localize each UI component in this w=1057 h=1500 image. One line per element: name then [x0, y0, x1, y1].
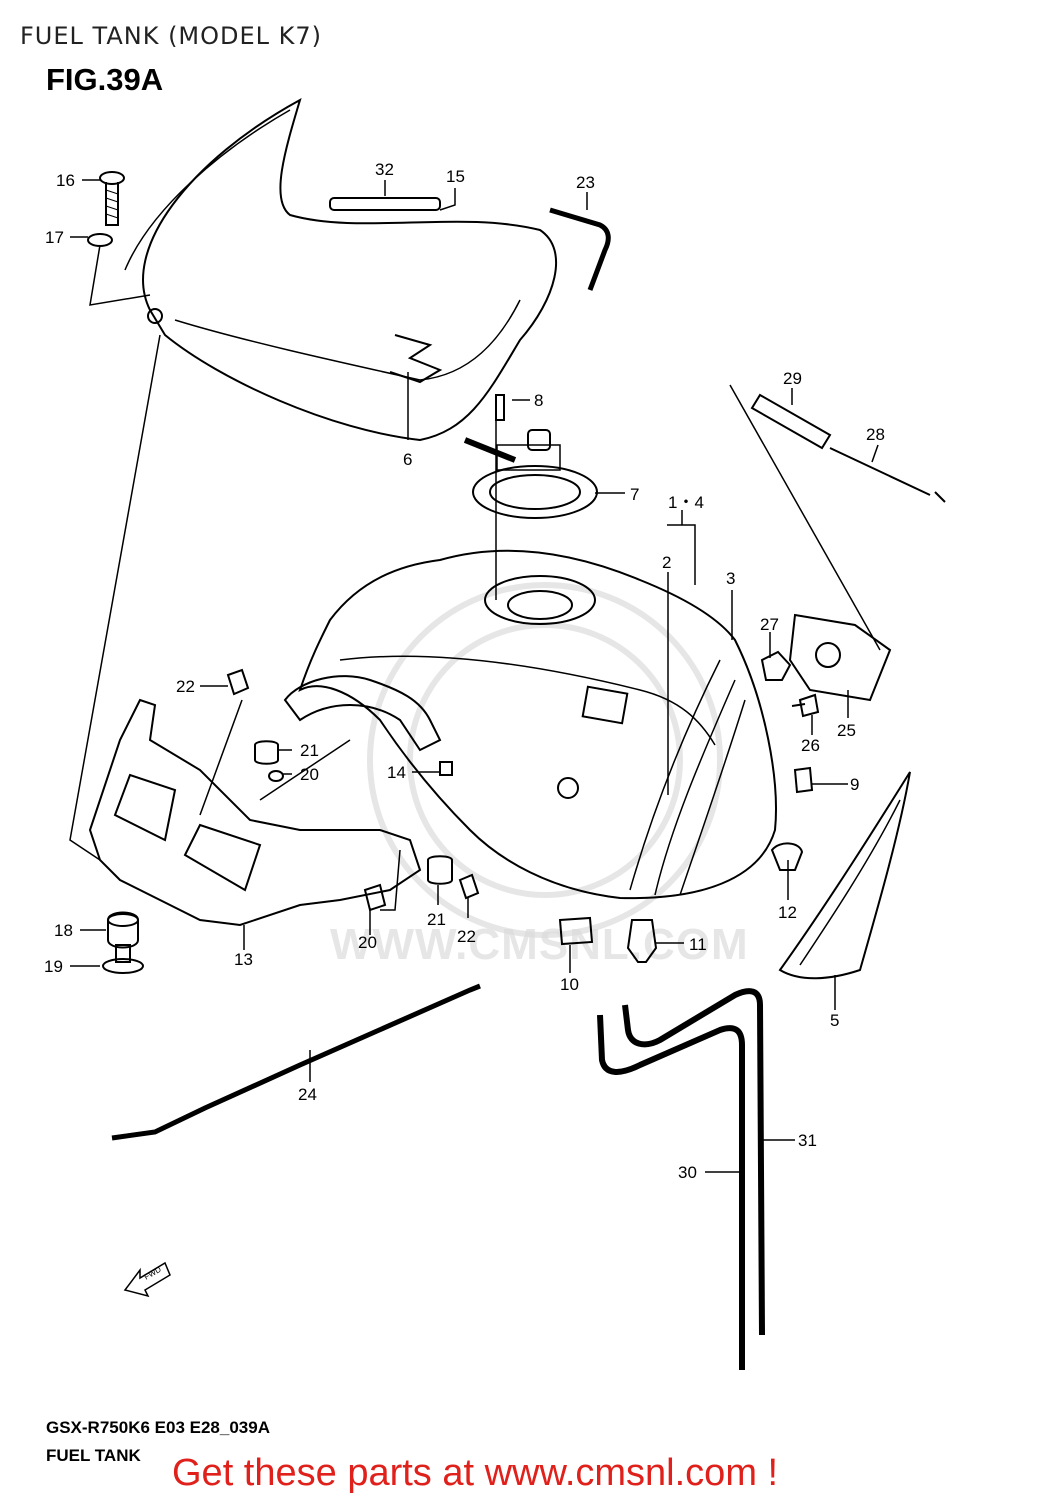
grommet-part-18: [107, 911, 139, 949]
callout-31: 31: [798, 1131, 817, 1150]
callout-2: 2: [662, 553, 671, 572]
watermark-logo: [367, 582, 723, 938]
front-cover-part: [142, 97, 557, 442]
bolt-part-20a: [268, 770, 284, 782]
callout-8: 8: [534, 391, 543, 410]
callout-14: 14: [387, 763, 406, 782]
cushion-part-21b: [427, 855, 453, 885]
front-cover-inner-line: [174, 299, 521, 381]
cushion-part-21a: [254, 740, 279, 765]
callout-17: 17: [45, 228, 64, 247]
side-panel-inner: [799, 799, 901, 966]
callout-18: 18: [54, 921, 73, 940]
nut-part-22a: [226, 668, 250, 696]
callout-16: 16: [56, 171, 75, 190]
frame-window-right: [183, 823, 262, 892]
hose-part-23: [549, 207, 611, 291]
bolt-part-20b: [363, 883, 387, 912]
callout-24: 24: [298, 1085, 317, 1104]
tank-filler-neck: [507, 590, 573, 620]
callout-22a: 22: [176, 677, 195, 696]
screw-part-8: [495, 394, 505, 421]
strip-part-32: [329, 197, 441, 211]
side-panel-part-5: [778, 771, 911, 980]
callout-25: 25: [837, 721, 856, 740]
bolt-part-16: [99, 171, 125, 226]
suzuki-emblem-part: [389, 334, 443, 384]
fuel-cap-part-7: [463, 429, 598, 519]
leader-lines: [69, 179, 881, 1173]
callout-28: 28: [866, 425, 885, 444]
callout-6: 6: [403, 450, 412, 469]
callout-15: 15: [446, 167, 465, 186]
model-code: GSX-R750K6 E03 E28_039A: [46, 1418, 270, 1437]
callout-3: 3: [726, 569, 735, 588]
callout-12: 12: [778, 903, 797, 922]
forward-arrow-icon: FWD: [123, 1261, 171, 1298]
callout-23: 23: [576, 173, 595, 192]
cushion-part-10: [558, 916, 594, 946]
collar-part-19: [115, 944, 131, 963]
bracket-hole: [815, 642, 841, 668]
cushion-part-12: [770, 842, 804, 871]
callout-22b: 22: [457, 927, 476, 946]
section-name: FUEL TANK: [46, 1446, 141, 1465]
hose-part-30: [597, 1014, 745, 1370]
callout-21a: 21: [300, 741, 319, 760]
callout-10: 10: [560, 975, 579, 994]
rod-part-24: [111, 983, 481, 1141]
nut-part-22b: [458, 873, 480, 900]
callout-19: 19: [44, 957, 63, 976]
figure-number: FIG.39A: [46, 62, 164, 97]
callout-21b: 21: [427, 910, 446, 929]
washer-part-17: [87, 233, 113, 247]
callout-20b: 20: [358, 933, 377, 952]
callout-1-4: 1・4: [668, 493, 704, 512]
cover-mount-hole: [147, 308, 163, 324]
callout-7: 7: [630, 485, 639, 504]
callout-20a: 20: [300, 765, 319, 784]
valve-part-11: [626, 919, 658, 963]
watermark: WWW.CMSNL.COM: [330, 920, 749, 969]
bracket-part-25: [788, 613, 892, 702]
front-cover-edge-line: [124, 109, 291, 271]
frame-arm: [283, 675, 442, 752]
tank-panel-square: [581, 685, 629, 725]
page-title: FUEL TANK (MODEL K7): [20, 22, 323, 50]
tank-contour-line: [339, 655, 716, 746]
bolt-part-26: [791, 693, 820, 718]
pipe-part-29: [750, 393, 832, 450]
fuel-tank-part-3: [298, 549, 777, 900]
bolt-part-14: [439, 761, 453, 776]
nut-part-27: [760, 650, 792, 681]
callout-26: 26: [801, 736, 820, 755]
frame-window-left: [113, 773, 177, 842]
callout-9: 9: [850, 775, 859, 794]
bolt-part-28: [829, 447, 946, 503]
frame-part-13: [88, 698, 422, 927]
tank-filler-opening: [484, 575, 596, 625]
cushion-part-9: [793, 766, 814, 794]
callout-13: 13: [234, 950, 253, 969]
collar-flange-19: [102, 958, 144, 974]
cta-link[interactable]: Get these parts at www.cmsnl.com !: [172, 1452, 779, 1494]
callout-32: 32: [375, 160, 394, 179]
callout-labels: 16 17 32 15 23 8 6 29 28 7 1・4 2 3 27 25…: [44, 160, 885, 1182]
hose-part-31: [622, 988, 765, 1336]
callout-30: 30: [678, 1163, 697, 1182]
tank-side-hole: [557, 777, 579, 799]
callout-29: 29: [783, 369, 802, 388]
grommet-top-18: [107, 913, 139, 927]
callout-27: 27: [760, 615, 779, 634]
callout-5: 5: [830, 1011, 839, 1030]
callout-11: 11: [689, 935, 707, 954]
